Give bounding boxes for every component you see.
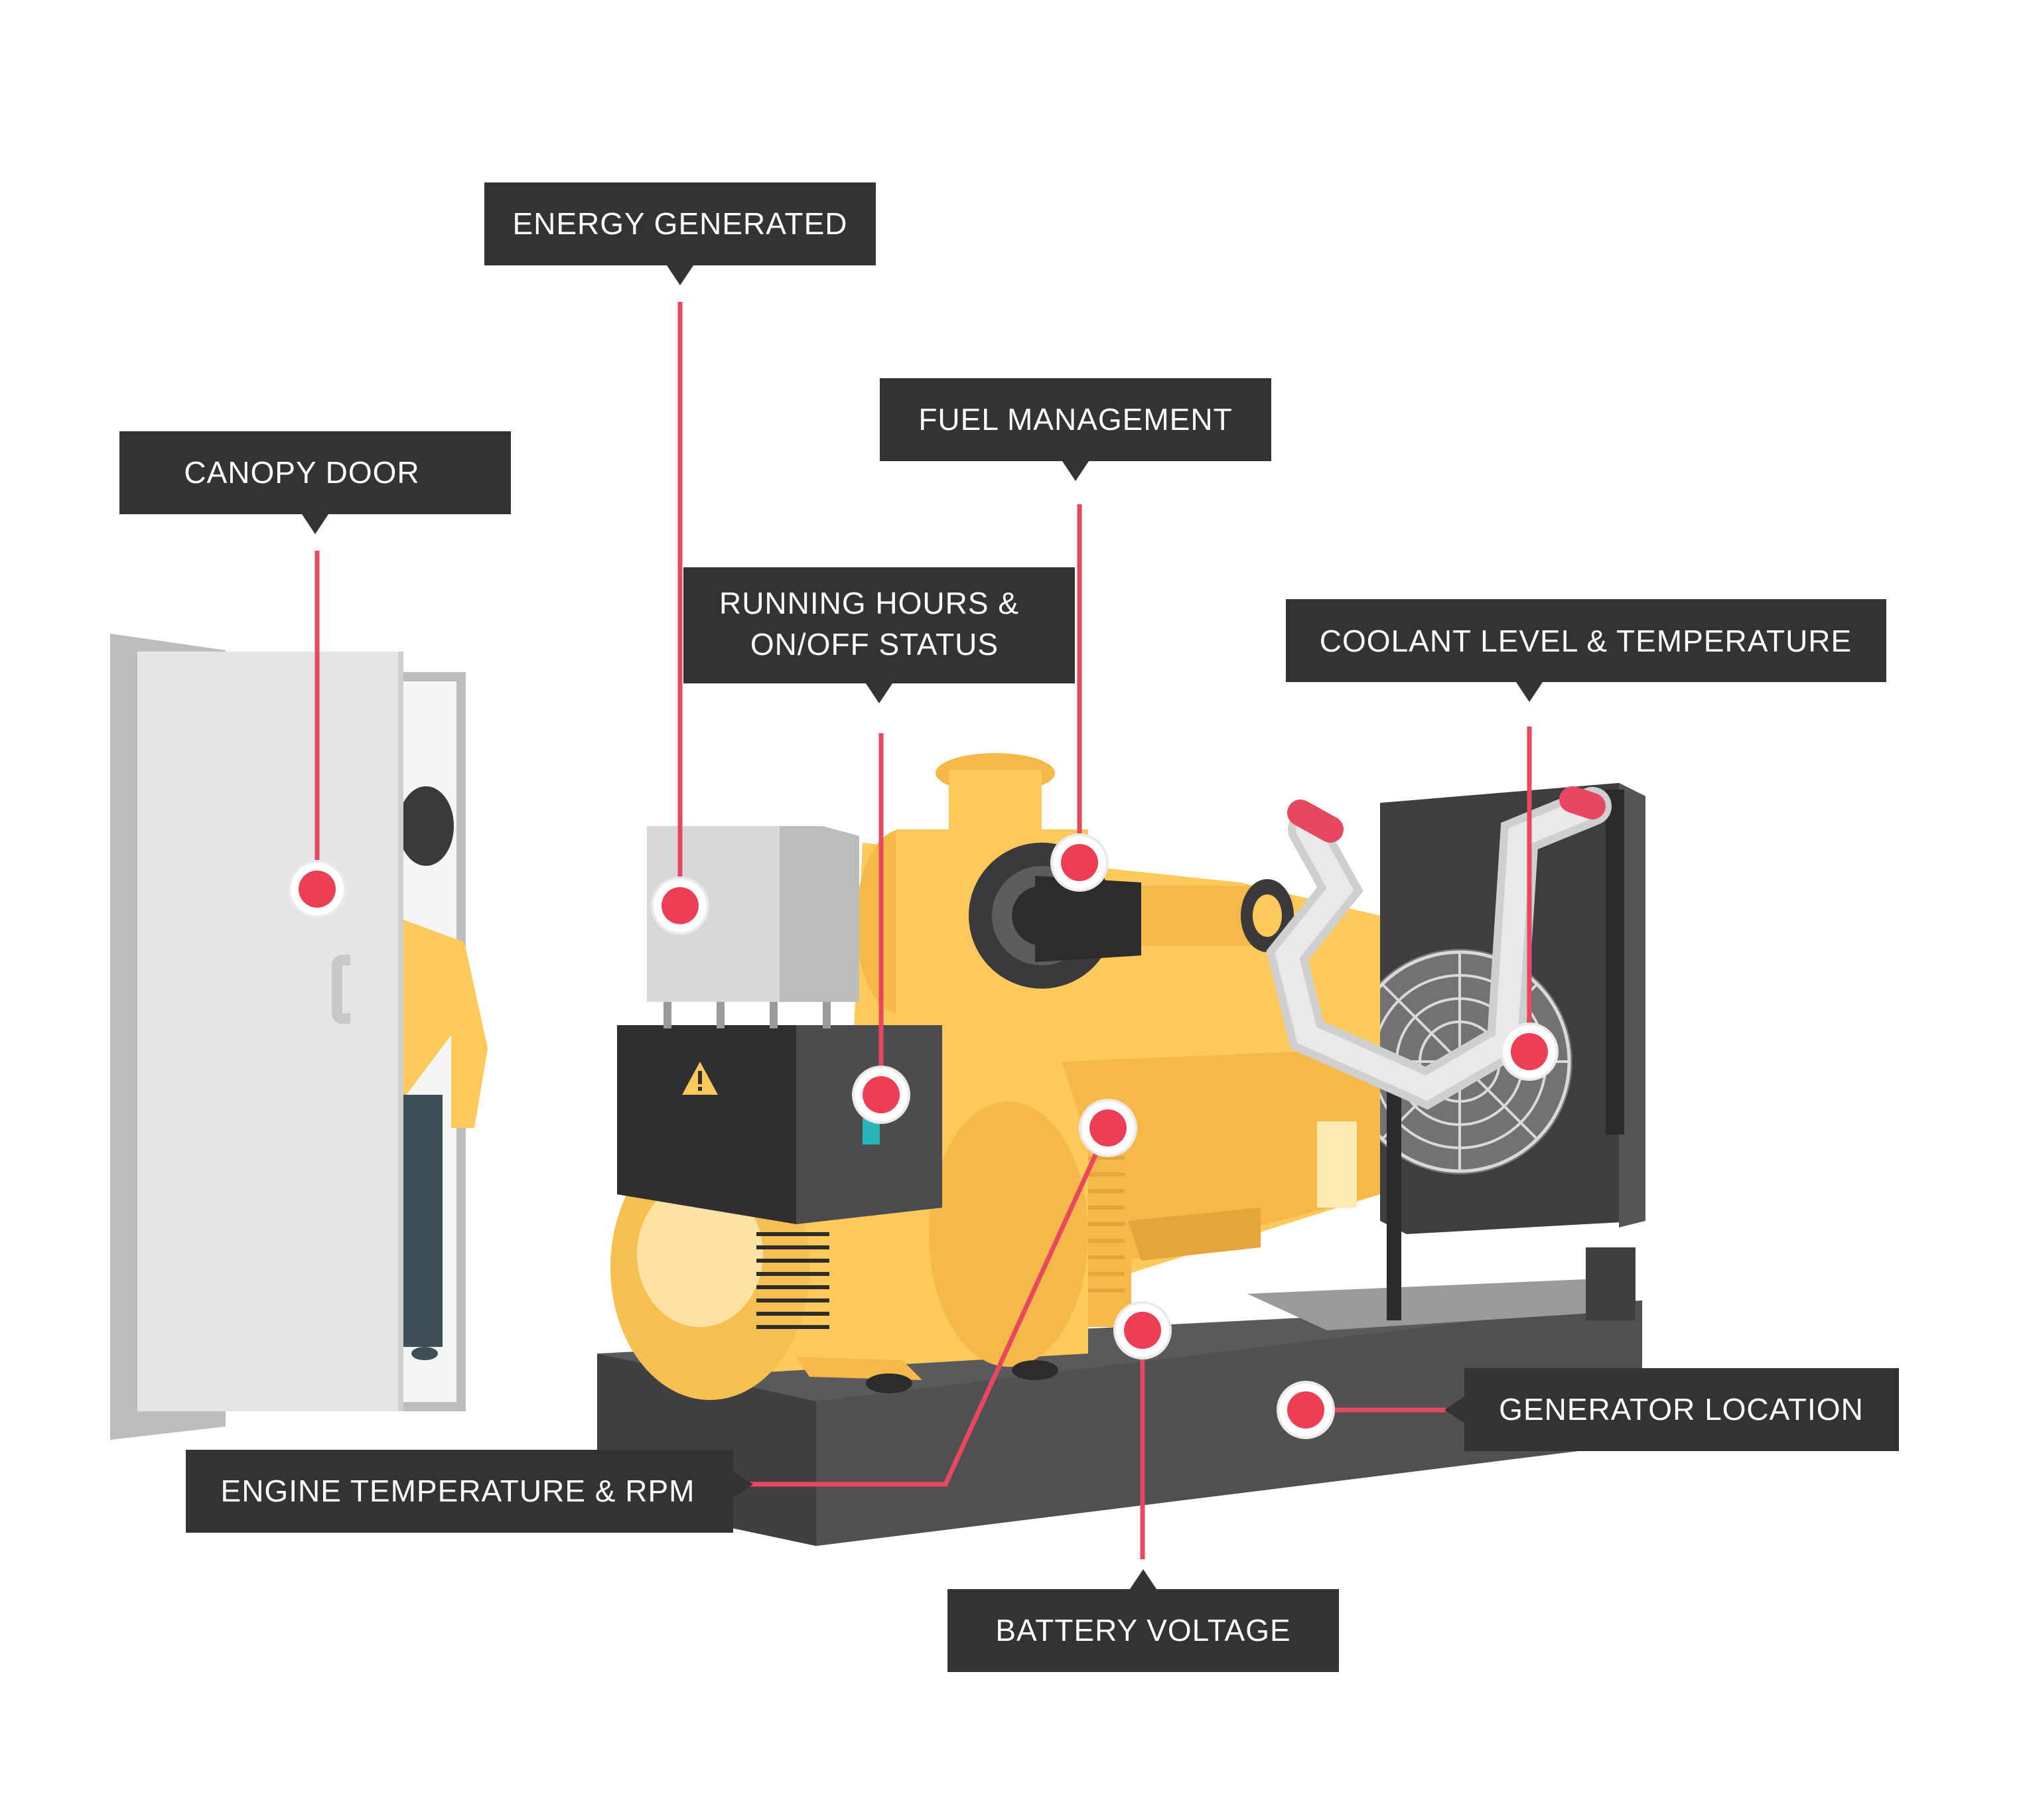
label-coolant-text: COOLANT LEVEL & TEMPERATURE [1320, 624, 1852, 658]
control-box [617, 1025, 942, 1224]
label-engine-temperature: ENGINE TEMPERATURE & RPM [186, 1450, 753, 1533]
label-generator-location-text: GENERATOR LOCATION [1499, 1392, 1864, 1427]
label-canopy-door: CANOPY DOOR [119, 431, 511, 534]
door-handle-icon [332, 955, 350, 1024]
label-running-hours-line2: ON/OFF STATUS [750, 627, 999, 662]
engine-block [849, 753, 1380, 1347]
label-fuel-management: FUEL MANAGEMENT [880, 378, 1271, 481]
energy-meter-box [647, 826, 859, 1028]
hotspot-battery-voltage[interactable] [1113, 1301, 1172, 1360]
canopy-door-illustration [110, 634, 488, 1440]
label-battery-voltage: BATTERY VOLTAGE [947, 1569, 1339, 1672]
hotspots [288, 833, 1559, 1439]
label-fuel-management-text: FUEL MANAGEMENT [918, 402, 1232, 437]
label-battery-voltage-text: BATTERY VOLTAGE [995, 1613, 1290, 1647]
label-canopy-door-text: CANOPY DOOR [184, 455, 419, 490]
label-engine-temperature-text: ENGINE TEMPERATURE & RPM [221, 1474, 695, 1508]
hotspot-coolant[interactable] [1500, 1022, 1559, 1081]
label-coolant: COOLANT LEVEL & TEMPERATURE [1286, 599, 1886, 702]
label-running-hours-line1: RUNNING HOURS & [719, 586, 1019, 620]
label-running-hours: RUNNING HOURS & ON/OFF STATUS [683, 567, 1075, 703]
label-energy-generated-text: ENERGY GENERATED [512, 206, 847, 241]
person-figure [398, 786, 488, 1360]
label-generator-location: GENERATOR LOCATION [1444, 1368, 1899, 1451]
hotspot-engine-temperature[interactable] [1079, 1099, 1137, 1157]
hotspot-fuel-management[interactable] [1050, 833, 1109, 892]
coolant-pipes [1266, 786, 1612, 1110]
hotspot-energy-generated[interactable] [651, 876, 709, 935]
label-energy-generated: ENERGY GENERATED [484, 182, 876, 285]
hotspot-generator-location[interactable] [1277, 1381, 1335, 1439]
hotspot-running-hours[interactable] [852, 1066, 910, 1124]
warning-icon [682, 1062, 718, 1095]
hotspot-canopy-door[interactable] [288, 860, 346, 918]
